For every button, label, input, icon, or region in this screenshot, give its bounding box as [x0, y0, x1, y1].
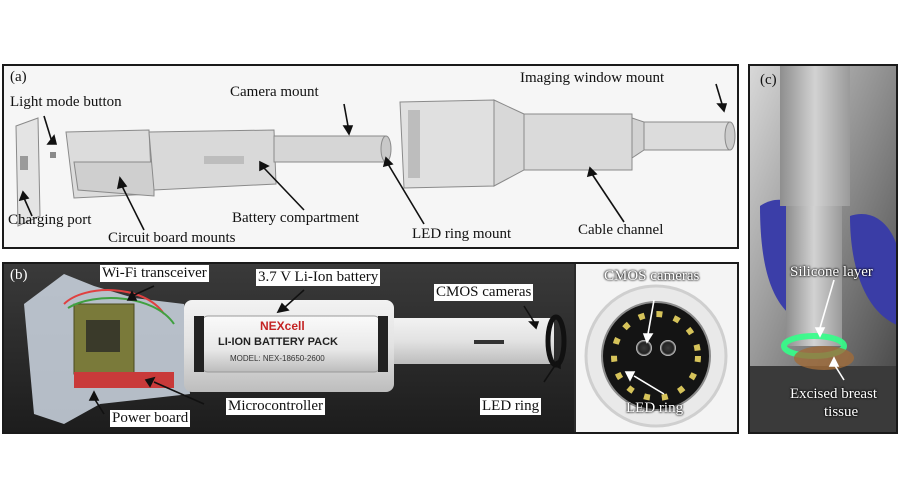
label-cable-channel: Cable channel — [578, 222, 664, 238]
label-excised-tissue-2: tissue — [824, 404, 859, 420]
label-battery: 3.7 V Li-Ion battery — [256, 269, 381, 286]
camera-mount-tube — [273, 135, 387, 163]
battery-model: MODEL: NEX-18650-2600 — [230, 354, 325, 363]
inset-label-cmos-cameras: CMOS cameras — [604, 268, 700, 284]
panel-c-photo — [750, 66, 896, 432]
imaging-window-mount-part — [643, 121, 731, 151]
probe-handle — [780, 66, 850, 206]
label-silicone-layer: Silicone layer — [790, 264, 873, 280]
label-light-mode-button: Light mode button — [10, 94, 122, 110]
label-battery-compartment: Battery compartment — [232, 210, 360, 226]
label-led-ring: LED ring — [480, 398, 542, 415]
panel-a-render — [15, 83, 736, 231]
battery-brand: NEXcell — [260, 319, 305, 333]
panel-b-tag: (b) — [10, 267, 28, 283]
panel-c-tag: (c) — [760, 72, 777, 88]
panel-c: (c) Silicone layer Excised breast tissue — [748, 64, 898, 434]
label-led-ring-mount: LED ring mount — [412, 226, 512, 242]
label-wifi-transceiver: Wi-Fi transceiver — [100, 265, 209, 282]
label-power-board: Power board — [110, 410, 191, 427]
label-camera-mount: Camera mount — [230, 84, 319, 100]
label-excised-tissue-1: Excised breast — [790, 386, 878, 402]
inset-camera-closeup — [576, 264, 737, 432]
battery-title: LI-ION BATTERY PACK — [218, 336, 338, 348]
label-microcontroller: Microcontroller — [226, 398, 325, 415]
charging-port-slot — [20, 156, 28, 170]
label-cmos-cameras: CMOS cameras — [434, 284, 534, 301]
light-mode-button-part — [50, 152, 56, 158]
end-cap-plate — [15, 117, 41, 227]
panel-b: (b) Wi-Fi transceiver 3.7 V Li-Ion batte… — [2, 262, 739, 434]
label-imaging-window-mount: Imaging window mount — [520, 70, 665, 86]
inset-label-led-ring: LED ring — [626, 400, 684, 416]
panel-a: (a) Light mode button Camera mount Imagi… — [2, 64, 739, 249]
panel-a-tag: (a) — [10, 69, 27, 85]
label-charging-port: Charging port — [8, 212, 92, 228]
label-circuit-board-mounts: Circuit board mounts — [108, 230, 236, 246]
probe-tip — [786, 206, 842, 346]
cable-channel-part — [523, 113, 633, 171]
excised-tissue — [794, 346, 854, 370]
power-board-part — [74, 372, 174, 388]
